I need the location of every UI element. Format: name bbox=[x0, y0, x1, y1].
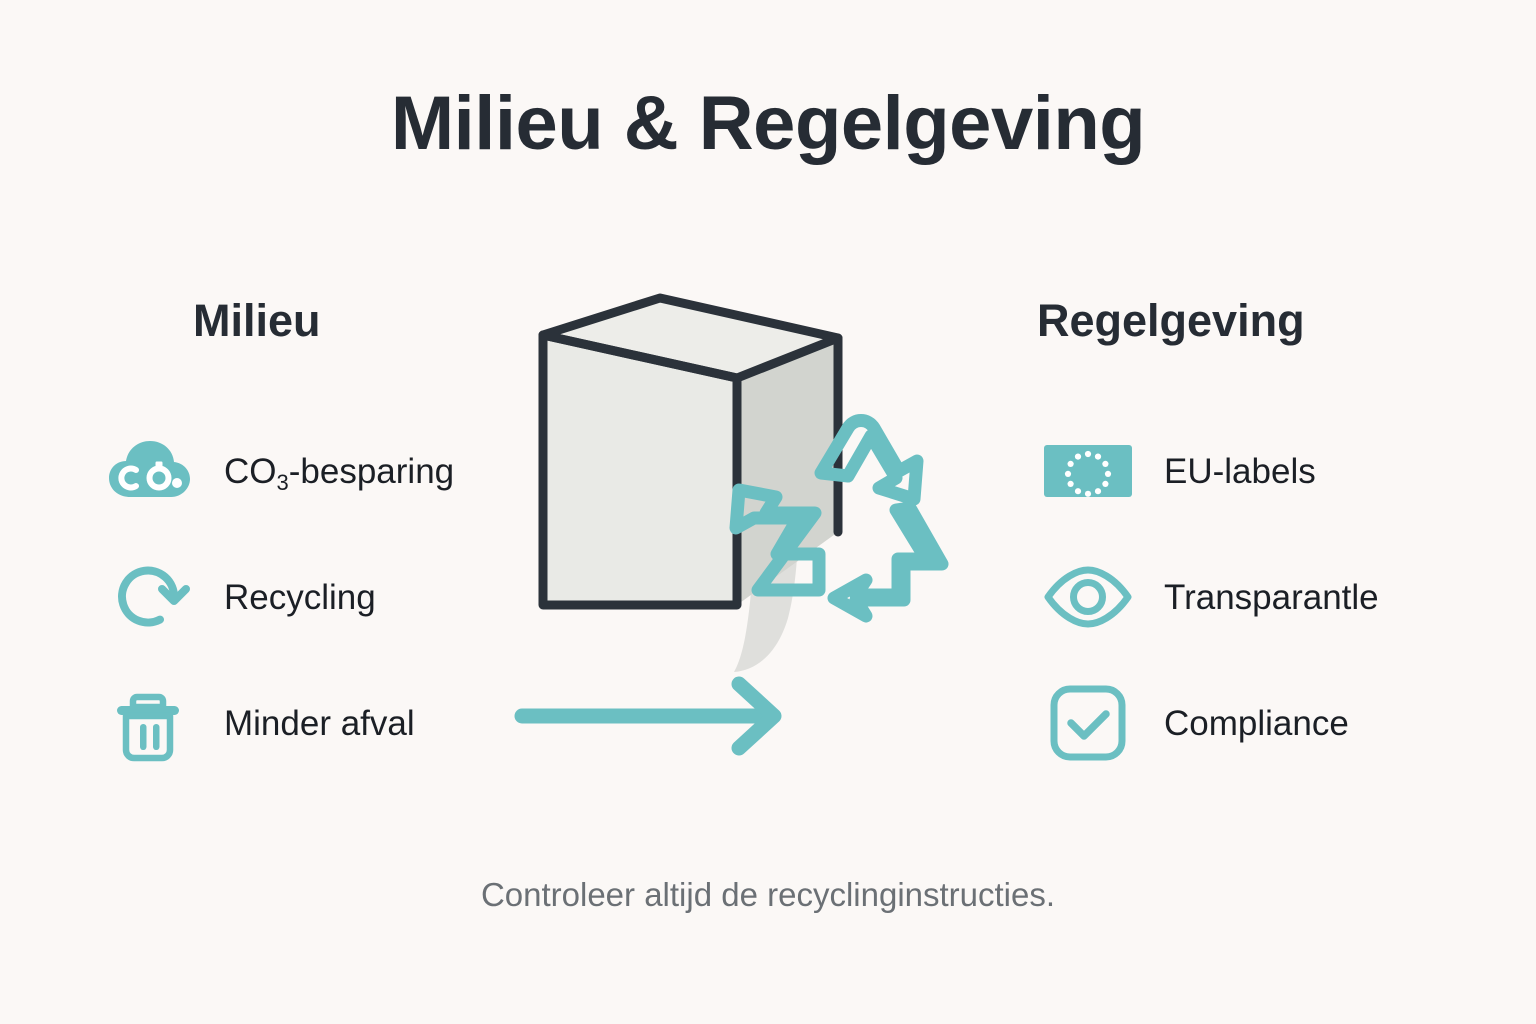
feature-row-transparantie: Transparantle bbox=[1040, 534, 1379, 660]
feature-label-eu-labels: EU-labels bbox=[1164, 451, 1316, 491]
co2-cloud-icon bbox=[100, 423, 196, 519]
feature-label-co2-besparing: CO3-besparing bbox=[224, 451, 455, 494]
feature-row-recycling: Recycling bbox=[100, 534, 454, 660]
recycling-symbol bbox=[729, 414, 949, 623]
co2-label-head: CO bbox=[224, 451, 277, 491]
feature-label-recycling: Recycling bbox=[224, 577, 376, 617]
co2-label-subscript: 3 bbox=[276, 469, 289, 495]
page-title: Milieu & Regelgeving bbox=[390, 81, 1146, 166]
cardboard-box-3d bbox=[538, 293, 843, 610]
feature-label-compliance: Compliance bbox=[1164, 703, 1349, 743]
footer-note: Controleer altijd de recyclinginstructie… bbox=[480, 876, 1056, 913]
checkbox-check-icon bbox=[1040, 675, 1136, 771]
feature-list-regelgeving: EU-labels Transparantle Compliance bbox=[1040, 408, 1379, 786]
feature-row-eu-labels: EU-labels bbox=[1040, 408, 1379, 534]
column-heading-milieu: Milieu bbox=[193, 295, 321, 346]
feature-list-milieu: CO3-besparing Recycling bbox=[100, 408, 454, 786]
co2-label-tail: -besparing bbox=[288, 451, 455, 491]
center-illustration bbox=[490, 280, 1050, 790]
feature-row-minder-afval: Minder afval bbox=[100, 660, 454, 786]
feature-row-compliance: Compliance bbox=[1040, 660, 1379, 786]
recycling-arrow-icon bbox=[100, 549, 196, 645]
eu-flag-icon bbox=[1040, 423, 1136, 519]
trash-can-icon bbox=[100, 675, 196, 771]
column-heading-regelgeving: Regelgeving bbox=[1037, 295, 1305, 346]
flow-arrow-right bbox=[514, 676, 782, 756]
eye-icon bbox=[1040, 549, 1136, 645]
feature-label-transparantie: Transparantle bbox=[1164, 577, 1379, 617]
feature-label-minder-afval: Minder afval bbox=[224, 703, 415, 743]
feature-row-co2-besparing: CO3-besparing bbox=[100, 408, 454, 534]
